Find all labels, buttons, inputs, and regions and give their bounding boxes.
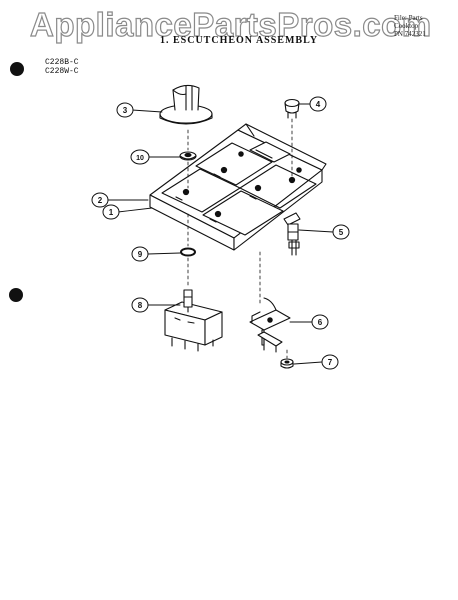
file-info-line: Cooktop <box>394 22 419 30</box>
control-knob <box>159 84 213 125</box>
diagram-title: 1. ESCUTCHEON ASSEMBLY <box>160 35 319 46</box>
callout-6: 6 <box>311 314 329 330</box>
o-ring <box>180 247 196 257</box>
infinite-switch <box>164 289 223 352</box>
leader-lines <box>106 103 334 365</box>
escutcheon-panel <box>149 123 327 251</box>
callout-3: 3 <box>116 102 134 118</box>
watermark: AppliancePartsPros.com <box>29 5 432 43</box>
assembly-centerlines <box>187 118 293 359</box>
callout-label: 4 <box>316 100 321 109</box>
callout-1: 1 <box>102 204 120 220</box>
spring-washer <box>179 151 197 161</box>
mounting-bracket <box>249 297 291 353</box>
callout-label: 9 <box>138 250 143 259</box>
callout-2: 2 <box>91 192 109 208</box>
signal-switch <box>283 212 301 256</box>
callout-7: 7 <box>321 354 339 370</box>
callout-10: 10 <box>130 149 150 165</box>
model-list: C228B-C C228W-C <box>45 58 79 76</box>
callout-4: 4 <box>309 96 327 112</box>
callout-label: 6 <box>318 318 323 327</box>
indicator-light <box>284 98 300 119</box>
callout-5: 5 <box>332 224 350 240</box>
binder-hole-middle <box>9 288 23 302</box>
callout-8: 8 <box>131 297 149 313</box>
callout-label: 1 <box>109 208 114 217</box>
callout-9: 9 <box>131 246 149 262</box>
callout-label: 8 <box>138 301 143 310</box>
model-number: C228W-C <box>45 67 79 76</box>
callout-label: 7 <box>328 358 333 367</box>
binder-hole-top <box>10 62 24 76</box>
callout-label: 5 <box>339 228 344 237</box>
callout-label: 10 <box>136 155 144 162</box>
nut <box>280 358 294 369</box>
file-info-line: File: Parts <box>394 14 423 22</box>
callout-label: 3 <box>123 106 128 115</box>
model-number: C228B-C <box>45 58 79 67</box>
file-info-line: PN 742321 <box>394 30 426 38</box>
callouts: 3 4 10 2 1 9 5 <box>91 96 350 370</box>
callout-label: 2 <box>98 196 103 205</box>
file-info: File: Parts Cooktop PN 742321 <box>394 14 426 38</box>
